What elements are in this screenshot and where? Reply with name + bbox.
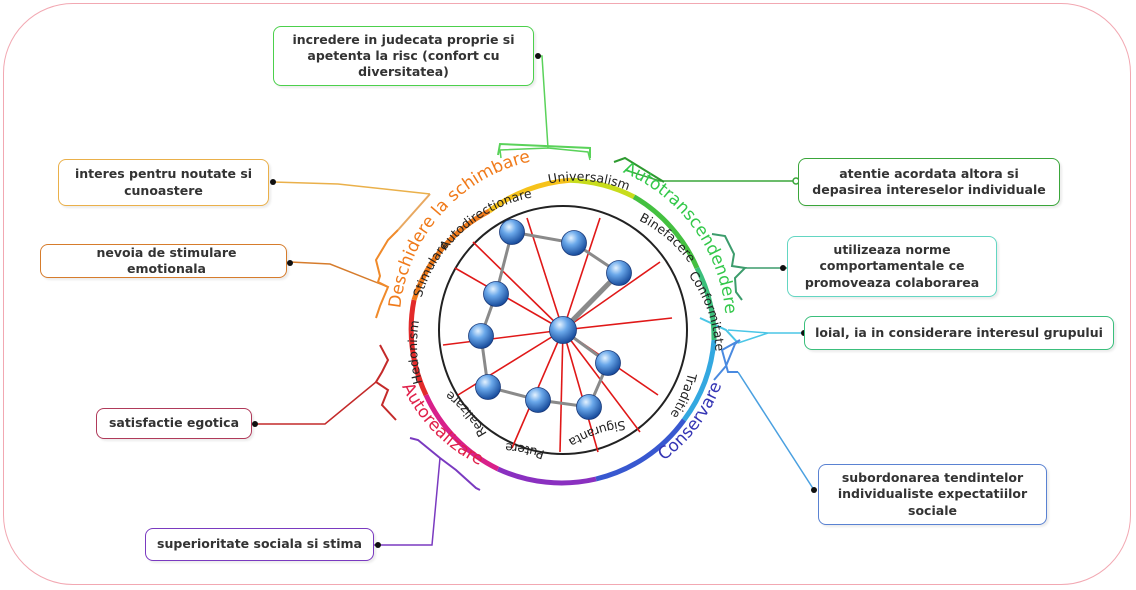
bracket-desch [374, 229, 399, 319]
note-noutate: interes pentru noutate si cunoastere [58, 159, 269, 206]
bracket-risc [497, 142, 591, 158]
bracket-loial [699, 317, 739, 344]
network-node [475, 374, 501, 400]
connector-subordonare [737, 371, 815, 491]
bracket-autor [409, 437, 481, 491]
value-universalism-label: Universalism [547, 169, 632, 194]
connector-altora [624, 169, 798, 182]
bracket-egotica [374, 344, 397, 421]
note-norme: utilizeaza norme comportamentale ce prom… [787, 236, 997, 297]
note-stimulare: nevoia de stimulare emotionala [40, 244, 287, 278]
network-node [525, 387, 551, 413]
value-hedonism-label: Hedonism [405, 319, 425, 386]
network-edges [479, 230, 621, 409]
network-node [549, 316, 577, 344]
connector-stimulare [289, 261, 389, 288]
connector-dots [252, 53, 817, 548]
inner-ring [438, 205, 688, 455]
note-altora: atentie acordata altora si depasirea int… [798, 158, 1060, 206]
bracket-noutate [397, 193, 431, 231]
connector-egotica [255, 381, 377, 425]
bracket-autotr [613, 156, 665, 183]
network-node [606, 260, 632, 286]
value-putere-label: Putere [504, 440, 546, 462]
bracket-norme [711, 233, 748, 301]
network-node [595, 350, 621, 376]
connector-superioritate [374, 457, 441, 546]
brackets [374, 142, 748, 491]
note-risc: incredere in judecata proprie si apetent… [273, 26, 534, 86]
note-loial: loial, ia in considerare interesul grupu… [804, 316, 1114, 350]
network-node [499, 219, 525, 245]
note-egotica: satisfactie egotica [96, 408, 252, 439]
connector-noutate [272, 181, 431, 195]
bracket-cons [713, 339, 741, 381]
connector-loial [727, 329, 806, 344]
network-node [561, 230, 587, 256]
diagram-frame [3, 3, 1131, 585]
network-node [576, 394, 602, 420]
rainbow-ring [408, 177, 717, 486]
network-nodes [468, 219, 632, 420]
note-superioritate: superioritate sociala si stima [145, 528, 374, 561]
note-subordonare: subordonarea tendintelor individualiste … [818, 464, 1047, 525]
network-node [468, 323, 494, 349]
network-node [483, 281, 509, 307]
